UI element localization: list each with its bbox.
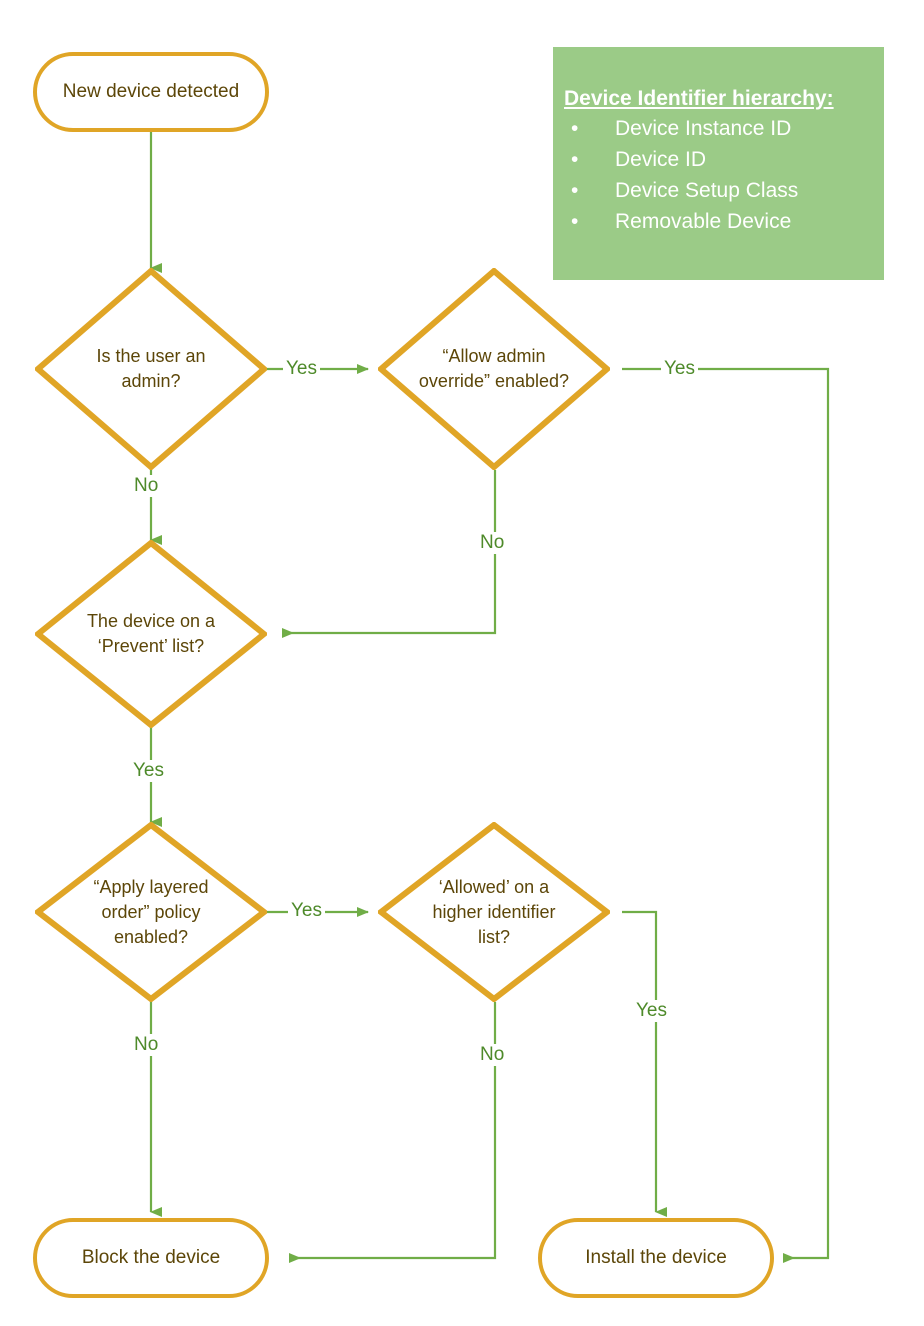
bullet-icon: • — [571, 148, 579, 171]
edge-label-allowed-higher-yes: Yes — [633, 1000, 670, 1022]
legend-title: Device Identifier hierarchy: — [564, 87, 834, 110]
edge-allowed-higher-yes — [622, 910, 667, 1217]
node-label-block: Block the device — [81, 1247, 221, 1268]
edge-label-layered-order-yes: Yes — [288, 900, 325, 922]
legend-item-label: Device Setup Class — [615, 179, 799, 202]
edge-label-is-admin-no: No — [131, 475, 162, 497]
legend-item-label: Removable Device — [615, 210, 792, 233]
diamond-shape — [35, 268, 267, 470]
edge-admin-override-yes — [622, 367, 830, 1263]
node-allowed-on-higher-identifier-list[interactable]: ‘Allowed’ on a higher identifier list? — [378, 822, 610, 1002]
legend-item-label: Device Instance ID — [615, 117, 792, 140]
node-new-device-detected[interactable]: New device detected — [33, 52, 269, 132]
diamond-shape — [35, 540, 267, 728]
node-block-the-device[interactable]: Block the device — [33, 1218, 269, 1298]
node-label-layered-order: “Apply layered order” policy enabled? — [93, 876, 209, 947]
edge-label-layered-order-no: No — [131, 1034, 162, 1056]
edge-admin-override-no — [282, 470, 497, 638]
node-is-the-user-an-admin[interactable]: Is the user an admin? — [35, 268, 267, 470]
edge-label-allowed-higher-no: No — [477, 1044, 508, 1066]
legend-item: • Removable Device — [553, 206, 884, 237]
bullet-icon: • — [571, 210, 579, 233]
node-label-prevent-list: The device on a ‘Prevent’ list? — [86, 611, 216, 656]
edge-label-is-admin-yes: Yes — [283, 358, 320, 380]
legend-item: • Device Setup Class — [553, 175, 884, 206]
bullet-icon: • — [571, 179, 579, 202]
diamond-shape — [35, 822, 267, 1002]
legend-item: • Device ID — [553, 144, 884, 175]
node-install-the-device[interactable]: Install the device — [538, 1218, 774, 1298]
legend-item: • Device Instance ID — [553, 113, 884, 144]
node-allow-admin-override-enabled[interactable]: “Allow admin override” enabled? — [378, 268, 610, 470]
node-label-allowed-higher: ‘Allowed’ on a higher identifier list? — [432, 876, 556, 947]
node-label-start: New device detected — [62, 81, 240, 102]
bullet-icon: • — [571, 117, 579, 140]
node-apply-layered-order-policy-enabled[interactable]: “Apply layered order” policy enabled? — [35, 822, 267, 1002]
node-label-is-admin: Is the user an admin? — [96, 346, 206, 391]
node-label-install: Install the device — [585, 1247, 727, 1268]
edge-allowed-higher-no — [289, 1002, 497, 1263]
legend-item-label: Device ID — [615, 148, 707, 171]
edge-label-admin-override-yes: Yes — [661, 358, 698, 380]
legend-device-identifier-hierarchy: Device Identifier hierarchy: • Device In… — [553, 47, 884, 280]
edge-label-prevent-list-yes: Yes — [130, 760, 167, 782]
diamond-shape — [378, 268, 610, 470]
node-label-admin-override: “Allow admin override” enabled? — [418, 346, 570, 391]
diamond-shape — [378, 822, 610, 1002]
edge-label-admin-override-no: No — [477, 532, 508, 554]
legend-list: • Device Instance ID • Device ID • Devic… — [553, 113, 884, 237]
node-device-on-prevent-list[interactable]: The device on a ‘Prevent’ list? — [35, 540, 267, 728]
